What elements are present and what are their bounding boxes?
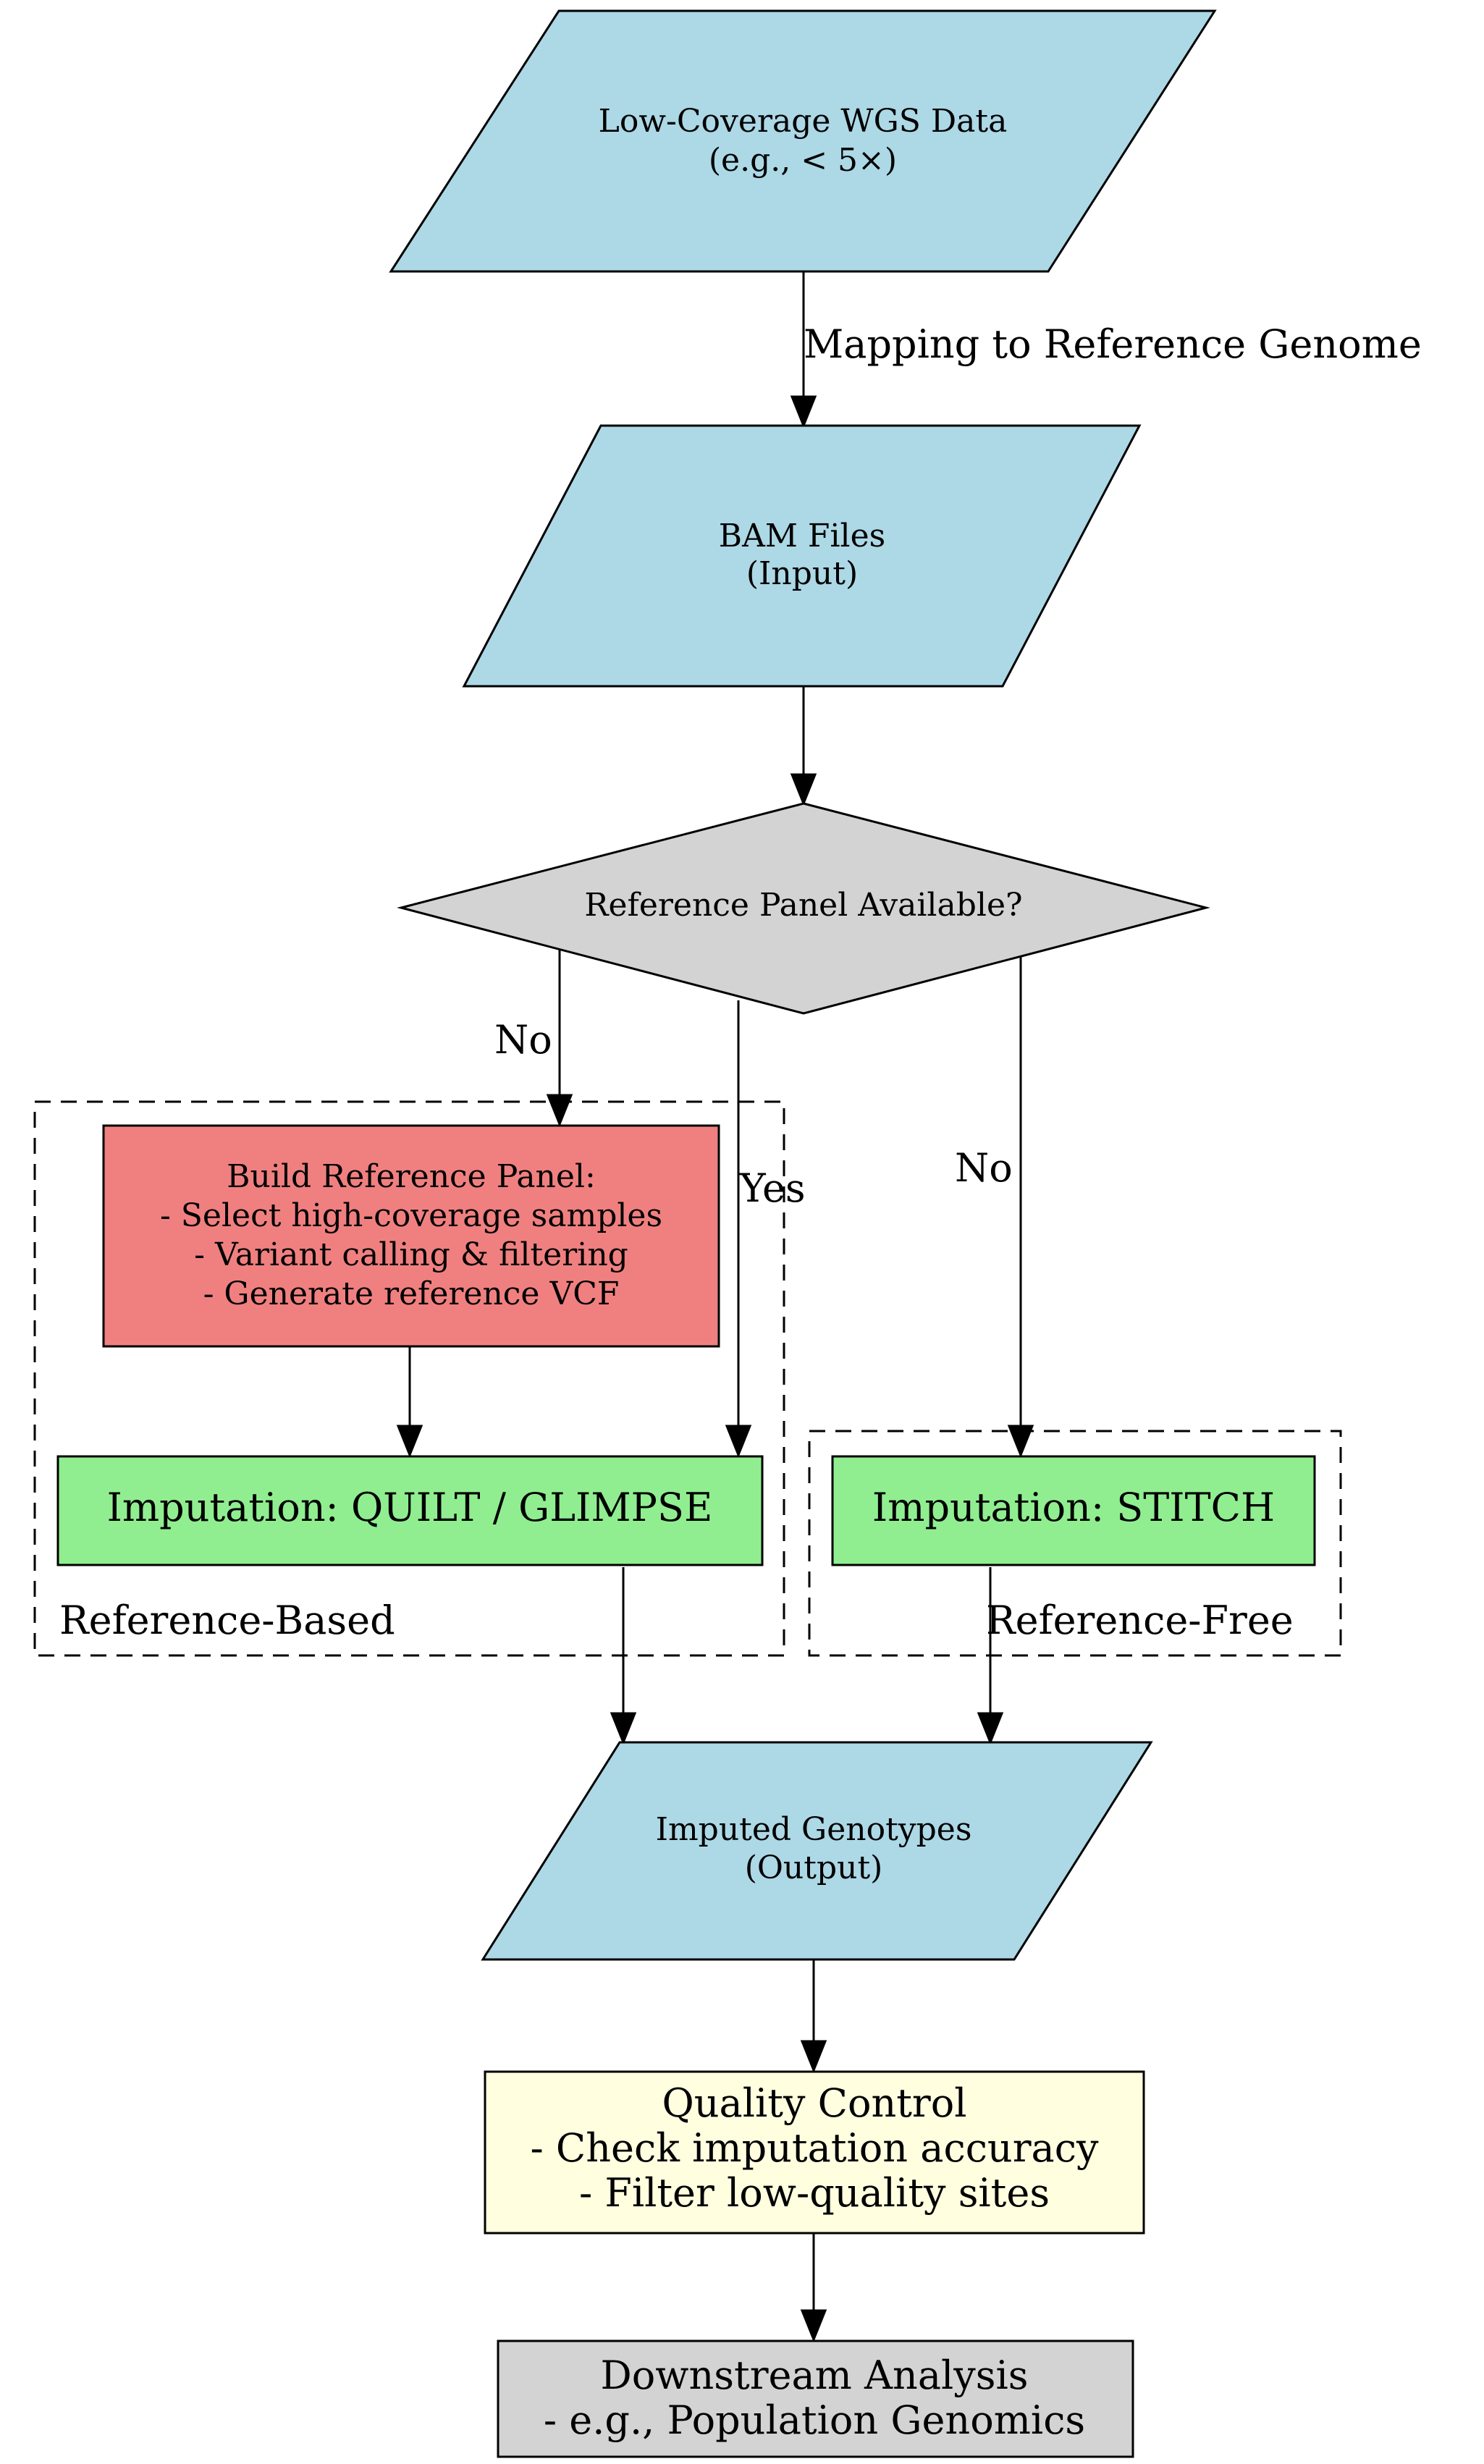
node-imputed-genotypes: Imputed Genotypes (Output) [481, 1741, 1153, 1961]
edge-imputation-free-to-output-arrowhead [977, 1712, 1004, 1746]
edge-imputation-free-to-output [977, 1567, 1004, 1746]
node-build-panel-line-4: - Generate reference VCF [203, 1275, 620, 1312]
cluster-reference-free-border [808, 1430, 1342, 1657]
edge-label-no-stitch: No [955, 1145, 1013, 1191]
node-quality-control-line-3: - Filter low-quality sites [579, 2170, 1050, 2216]
node-decision: Reference Panel Available? [397, 802, 1210, 1015]
node-imputation-free: Imputation: STITCH [831, 1455, 1316, 1566]
node-wgs-data-shape [389, 9, 1217, 273]
edge-bam-to-decision-arrowhead [790, 773, 817, 807]
edge-build-to-imputation-ref [396, 1346, 423, 1459]
edge-wgs-to-bam-arrowhead [790, 395, 817, 429]
node-wgs-data-line-1: Low-Coverage WGS Data [599, 103, 1008, 140]
node-imputed-genotypes-shape [481, 1741, 1153, 1961]
node-imputation-free-line-1: Imputation: STITCH [872, 1485, 1275, 1530]
edge-qc-to-downstream-arrowhead [800, 2309, 827, 2343]
node-wgs-data: Low-Coverage WGS Data (e.g., < 5×) [389, 9, 1217, 273]
edge-label-no-build: No [494, 1017, 552, 1063]
node-downstream-line-2: - e.g., Population Genomics [544, 2397, 1085, 2443]
edge-output-to-qc [800, 1959, 827, 2074]
cluster-reference-based-border [33, 1100, 785, 1657]
cluster-reference-based-label: Reference-Based [59, 1598, 395, 1643]
edge-bam-to-decision [790, 686, 817, 807]
cluster-reference-free: Reference-Free [808, 1430, 1342, 1657]
node-bam-files-shape [462, 424, 1142, 688]
cluster-reference-based: Reference-Based [33, 1100, 785, 1657]
edge-wgs-to-bam: Mapping to Reference Genome [790, 271, 1422, 429]
node-quality-control-line-1: Quality Control [662, 2080, 966, 2126]
node-decision-line-1: Reference Panel Available? [584, 887, 1022, 924]
edge-label-yes: Yes [739, 1165, 806, 1211]
node-imputation-ref: Imputation: QUILT / GLIMPSE [56, 1455, 764, 1566]
edge-decision-to-imputation-ref: Yes [725, 1000, 806, 1459]
edge-decision-to-imputation-free: No [955, 957, 1034, 1459]
edge-decision-to-imputation-free-arrowhead [1007, 1425, 1034, 1459]
edge-decision-to-build-arrowhead [546, 1094, 573, 1128]
node-quality-control-shape [484, 2070, 1145, 2235]
node-imputation-ref-line-1: Imputation: QUILT / GLIMPSE [107, 1485, 713, 1530]
edge-imputation-ref-to-output-arrowhead [610, 1712, 637, 1746]
edge-decision-to-build: No [494, 950, 573, 1128]
edge-label-mapping: Mapping to Reference Genome [804, 321, 1422, 367]
edge-output-to-qc-arrowhead [800, 2040, 827, 2074]
edge-qc-to-downstream [800, 2233, 827, 2343]
node-imputed-genotypes-line-1: Imputed Genotypes [656, 1811, 972, 1848]
node-imputation-ref-shape [56, 1455, 764, 1566]
node-decision-shape [397, 802, 1210, 1015]
node-bam-files-line-1: BAM Files [719, 518, 885, 554]
node-imputed-genotypes-line-2: (Output) [745, 1849, 883, 1886]
node-downstream: Downstream Analysis - e.g., Population G… [497, 2339, 1134, 2458]
node-build-panel-line-3: - Variant calling & filtering [194, 1236, 628, 1273]
cluster-reference-free-label: Reference-Free [986, 1598, 1294, 1643]
node-bam-files: BAM Files (Input) [462, 424, 1142, 688]
node-downstream-shape [497, 2339, 1134, 2458]
node-build-panel-line-1: Build Reference Panel: [227, 1158, 596, 1195]
node-build-panel: Build Reference Panel: - Select high-cov… [102, 1124, 720, 1348]
node-downstream-line-1: Downstream Analysis [601, 2353, 1029, 2398]
node-wgs-data-line-2: (e.g., < 5×) [709, 142, 897, 179]
node-build-panel-line-2: - Select high-coverage samples [160, 1197, 662, 1234]
node-bam-files-line-2: (Input) [746, 555, 858, 592]
edge-imputation-ref-to-output [610, 1567, 637, 1746]
edge-decision-to-imputation-ref-arrowhead [725, 1425, 752, 1459]
node-build-panel-shape [102, 1124, 720, 1348]
node-imputation-free-shape [831, 1455, 1316, 1566]
edge-build-to-imputation-ref-arrowhead [396, 1425, 423, 1459]
node-quality-control-line-2: - Check imputation accuracy [531, 2125, 1099, 2171]
node-quality-control: Quality Control - Check imputation accur… [484, 2070, 1145, 2235]
